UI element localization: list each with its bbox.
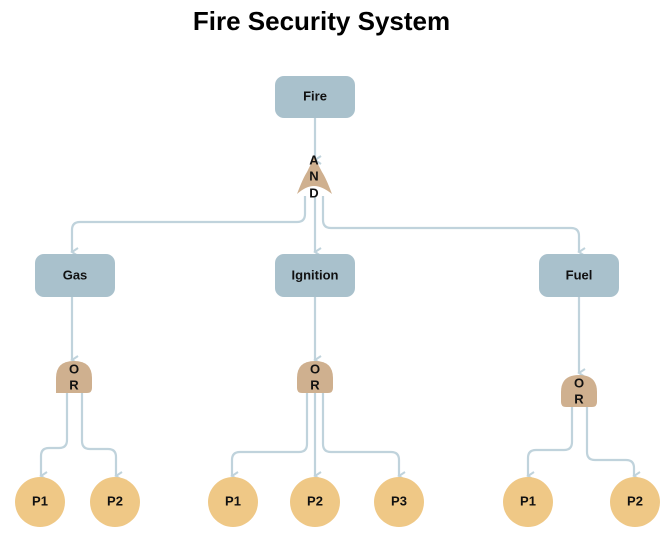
diagram-title: Fire Security System xyxy=(192,6,451,36)
node-ignition[interactable]: Ignition xyxy=(275,254,355,297)
node-fuel-p1-label: P1 xyxy=(520,493,536,508)
edge-gasor-p2 xyxy=(80,393,123,481)
node-fuel[interactable]: Fuel xyxy=(539,254,619,297)
fuel-or-gate[interactable]: O R xyxy=(561,375,597,407)
gas-or-gate[interactable]: O R xyxy=(56,361,92,393)
fuel-or-letter-r: R xyxy=(574,391,584,406)
edge-fuelor-p2 xyxy=(585,407,641,481)
edge-fuelor-p1 xyxy=(526,407,574,481)
edges xyxy=(39,118,641,481)
node-fuel-p1[interactable]: P1 xyxy=(503,477,553,527)
node-gas-p1[interactable]: P1 xyxy=(15,477,65,527)
and-gate-letter-n: N xyxy=(309,168,318,183)
and-gate-letter-d: D xyxy=(309,185,318,200)
node-ignition-label: Ignition xyxy=(292,267,339,282)
edge-and-fuel xyxy=(321,196,586,257)
node-ignition-p3[interactable]: P3 xyxy=(374,477,424,527)
node-gas-label: Gas xyxy=(63,267,88,282)
node-gas-p2[interactable]: P2 xyxy=(90,477,140,527)
gas-or-letter-o: O xyxy=(69,361,79,376)
node-ignition-p1-label: P1 xyxy=(225,493,241,508)
node-ignition-p2-label: P2 xyxy=(307,493,323,508)
ignition-or-gate[interactable]: O R xyxy=(297,361,333,393)
edge-and-gas xyxy=(70,196,307,257)
node-gas-p2-label: P2 xyxy=(107,493,123,508)
ignition-or-letter-r: R xyxy=(310,377,320,392)
fuel-or-letter-o: O xyxy=(574,375,584,390)
node-fire[interactable]: Fire xyxy=(275,76,355,118)
gas-or-letter-r: R xyxy=(69,377,79,392)
node-gas[interactable]: Gas xyxy=(35,254,115,297)
node-fuel-p2-label: P2 xyxy=(627,493,643,508)
node-ignition-p1[interactable]: P1 xyxy=(208,477,258,527)
node-ignition-p2[interactable]: P2 xyxy=(290,477,340,527)
node-fuel-p2[interactable]: P2 xyxy=(610,477,660,527)
node-fuel-label: Fuel xyxy=(566,267,593,282)
edge-ignor-p3 xyxy=(321,393,406,481)
node-gas-p1-label: P1 xyxy=(32,493,48,508)
node-ignition-p3-label: P3 xyxy=(391,493,407,508)
edge-ignor-p1 xyxy=(230,393,309,481)
ignition-or-letter-o: O xyxy=(310,361,320,376)
and-gate-letter-a: A xyxy=(309,152,319,167)
edge-gasor-p1 xyxy=(39,393,69,481)
node-fire-label: Fire xyxy=(303,88,327,103)
and-gate[interactable]: A N D xyxy=(297,152,332,200)
